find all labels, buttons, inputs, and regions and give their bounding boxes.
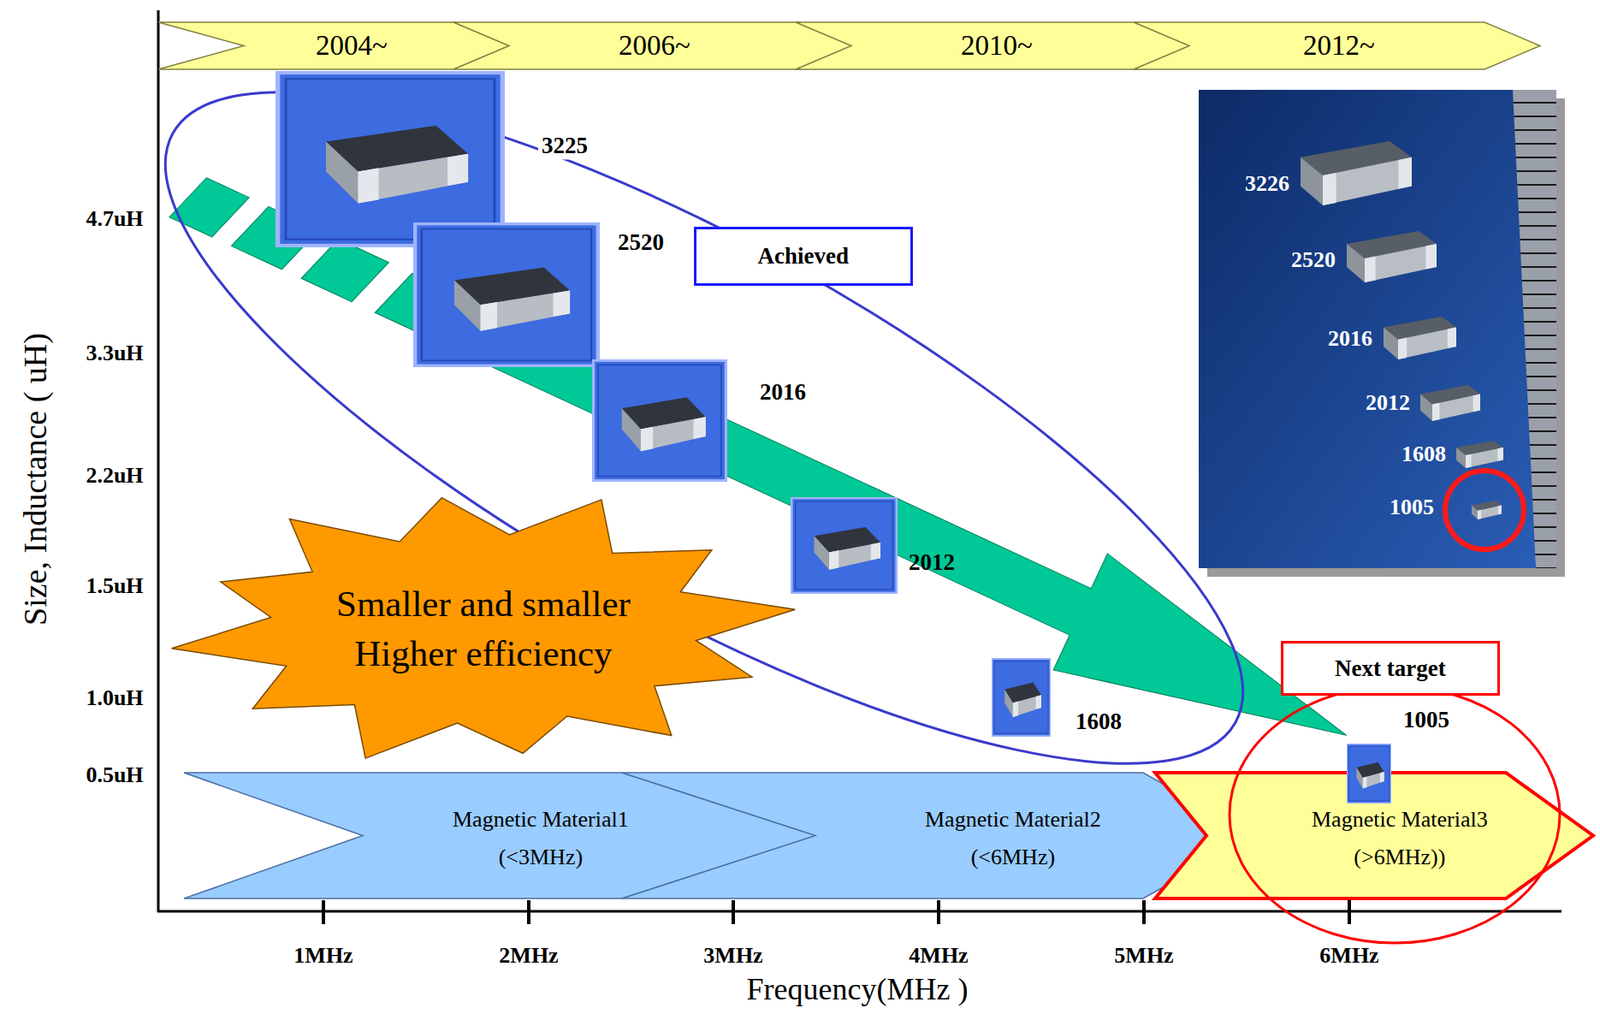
tick [1347, 900, 1352, 925]
target-label: Next target [1334, 654, 1446, 682]
year-chevron: 2010~ [795, 22, 1194, 70]
photo-size: 1608 [1401, 441, 1446, 468]
photo-size: 2016 [1327, 325, 1373, 352]
part-size: 2520 [614, 229, 668, 256]
material-label: (<6MHz) [924, 838, 1102, 877]
tick [1142, 900, 1146, 925]
material-label: (<3MHz) [452, 838, 629, 877]
year-label: 2012~ [1303, 29, 1375, 64]
photo-size: 1005 [1389, 494, 1435, 521]
text-block: Achieved [758, 242, 849, 270]
inductor-photo [414, 224, 599, 367]
inductor-photo [791, 497, 897, 593]
slogan-text: Smaller and smaller [336, 579, 631, 629]
year-label: 2006~ [618, 29, 691, 64]
inset-photo [1198, 89, 1557, 569]
tick-label: 4MHz [908, 942, 968, 969]
tick-label: 6MHz [1319, 942, 1379, 969]
starburst-callout: Smaller and smallerHigher efficiency [166, 487, 800, 771]
axis-value: 4.7uH [85, 206, 143, 232]
axis-value: 1.0uH [85, 685, 143, 712]
chip-photo [1383, 316, 1457, 360]
text-block: 2010~ [960, 29, 1033, 64]
highlight-circle [1445, 470, 1524, 550]
tick [321, 900, 326, 925]
box-border [1282, 642, 1500, 695]
chip-photo [1456, 440, 1504, 469]
target-circle [1229, 686, 1560, 943]
shape-outline [1155, 772, 1594, 899]
material-label: Magnetic Material2 [924, 800, 1102, 839]
material-band: Magnetic Material3(>6MHz)) [1155, 772, 1594, 899]
chevron-shape [795, 22, 1194, 70]
chevron-shape [1155, 772, 1594, 899]
tick-label: 3MHz [703, 942, 763, 969]
inductor-photo [1347, 744, 1392, 804]
year-chevron: 2012~ [1133, 22, 1541, 70]
tick-label: 5MHz [1114, 942, 1174, 969]
photo-size: 3226 [1244, 171, 1290, 197]
part-size: 2016 [759, 379, 806, 406]
tick [936, 900, 941, 925]
inductor-photo [278, 72, 504, 246]
axis-value: 0.5uH [85, 762, 143, 789]
text-block: Magnetic Material2(<6MHz) [924, 800, 1102, 877]
status-box: Achieved [693, 226, 913, 286]
tick-label: 2MHz [498, 942, 558, 969]
shape-outline [622, 772, 1256, 899]
material-label: Magnetic Material1 [452, 800, 629, 839]
axis-value: 1.5uH [85, 573, 143, 599]
part-size: 1005 [1403, 706, 1450, 734]
text-block: 2004~ [315, 29, 388, 64]
achieved-ellipse [83, 0, 1325, 883]
axis-value: 2.2uH [85, 462, 143, 489]
chevron-shape [1133, 22, 1541, 70]
chip-photo [1300, 141, 1412, 206]
year-chevron: 2006~ [453, 22, 856, 70]
y-axis [157, 10, 160, 913]
text-block: Magnetic Material1(<3MHz) [452, 800, 629, 877]
axis-value: 3.3uH [85, 340, 143, 367]
chevron-shape [158, 22, 510, 70]
text-block: Smaller and smallerHigher efficiency [336, 579, 631, 679]
axis-title: Frequency(MHz ) [746, 971, 969, 1008]
part-size: 3225 [538, 132, 592, 160]
box-border [695, 228, 913, 285]
text-block: 2012~ [1303, 29, 1375, 64]
year-chevron: 2004~ [158, 22, 510, 70]
material-band: Magnetic Material2(<6MHz) [622, 772, 1256, 899]
tick [527, 900, 531, 925]
chevron-shape [453, 22, 856, 70]
photo-size: 2520 [1291, 247, 1336, 273]
tick-label: 1MHz [293, 942, 353, 969]
status-label: Achieved [758, 242, 849, 270]
axis-title: Size, Inductance ( uH) [17, 332, 55, 626]
text-block: 2006~ [618, 29, 691, 64]
material-label: (>6MHz)) [1311, 838, 1488, 877]
inductor-photo [992, 658, 1051, 736]
chip-photo [1420, 385, 1481, 421]
year-label: 2010~ [960, 29, 1033, 64]
part-size: 1608 [1075, 708, 1122, 735]
target-box: Next target [1280, 640, 1500, 696]
year-label: 2004~ [315, 29, 388, 64]
text-block: Next target [1334, 654, 1446, 682]
part-size: 2012 [908, 549, 955, 576]
chip-photo [1346, 231, 1437, 283]
starburst-shape [171, 497, 796, 759]
arrow-dash [169, 170, 249, 244]
material-label: Magnetic Material3 [1311, 800, 1488, 839]
tick [731, 900, 735, 925]
inductor-photo [593, 360, 727, 480]
x-ticks [323, 900, 1350, 925]
photo-size: 2012 [1365, 390, 1411, 416]
chip-photo [1471, 500, 1502, 520]
chevron-shape [622, 772, 1256, 899]
slogan-text: Higher efficiency [336, 628, 631, 679]
text-block: Magnetic Material3(>6MHz)) [1311, 800, 1488, 877]
shape-outline [166, 487, 800, 771]
